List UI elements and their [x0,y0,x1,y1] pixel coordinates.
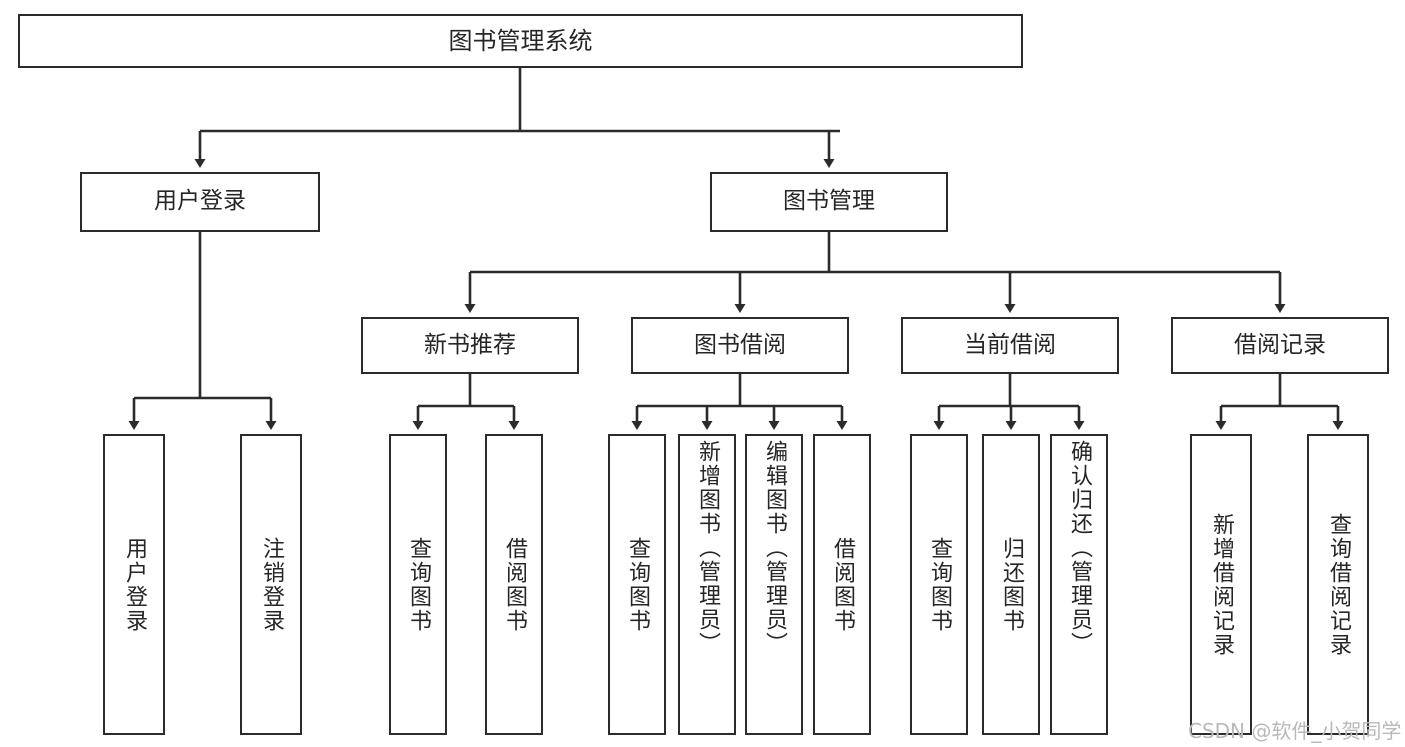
leaf-confirm-return-admin[interactable]: 确认归还（管理员） [1050,434,1108,735]
leaf-query-borrow-record[interactable]: 查询借阅记录 [1307,434,1369,735]
node-book-borrow-label: 图书借阅 [694,331,786,358]
leaf-logout-label: 注销登录 [259,536,284,633]
node-new-book-recommend[interactable]: 新书推荐 [361,317,579,374]
leaf-add-borrow-record-label: 新增借阅记录 [1209,512,1234,657]
leaf-query-book-recommend[interactable]: 查询图书 [389,434,447,735]
leaf-return-book[interactable]: 归还图书 [982,434,1040,735]
leaf-query-book-current[interactable]: 查询图书 [910,434,968,735]
node-root[interactable]: 图书管理系统 [18,14,1023,68]
node-borrow-record[interactable]: 借阅记录 [1171,317,1389,374]
watermark: CSDN @软件_小贺同学 [1188,719,1402,743]
node-new-book-recommend-label: 新书推荐 [424,331,516,358]
node-user-login-label: 用户登录 [154,188,246,215]
leaf-logout[interactable]: 注销登录 [240,434,302,735]
node-user-login[interactable]: 用户登录 [80,172,320,232]
leaf-add-book-admin[interactable]: 新增图书（管理员） [678,434,736,735]
leaf-query-book-recommend-label: 查询图书 [406,536,431,633]
leaf-query-book-borrow-label: 查询图书 [625,536,650,633]
leaf-edit-book-admin-label: 编辑图书（管理员） [762,440,787,656]
leaf-borrow-book-borrow[interactable]: 借阅图书 [813,434,871,735]
node-book-borrow[interactable]: 图书借阅 [631,317,849,374]
node-borrow-record-label: 借阅记录 [1234,331,1326,358]
leaf-query-book-current-label: 查询图书 [927,536,952,633]
node-book-manage-label: 图书管理 [783,188,875,215]
leaf-user-login[interactable]: 用户登录 [103,434,165,735]
leaf-borrow-book-recommend[interactable]: 借阅图书 [485,434,543,735]
leaf-query-book-borrow[interactable]: 查询图书 [608,434,666,735]
leaf-borrow-book-borrow-label: 借阅图书 [830,536,855,633]
leaf-add-book-admin-label: 新增图书（管理员） [695,440,720,656]
leaf-query-borrow-record-label: 查询借阅记录 [1326,512,1351,657]
leaf-user-login-label: 用户登录 [122,536,147,633]
leaf-return-book-label: 归还图书 [999,536,1024,633]
leaf-add-borrow-record[interactable]: 新增借阅记录 [1190,434,1252,735]
leaf-edit-book-admin[interactable]: 编辑图书（管理员） [745,434,803,735]
leaf-borrow-book-recommend-label: 借阅图书 [502,536,527,633]
node-root-label: 图书管理系统 [448,26,593,55]
node-current-borrow-label: 当前借阅 [964,331,1056,358]
node-book-manage[interactable]: 图书管理 [710,172,948,232]
node-current-borrow[interactable]: 当前借阅 [901,317,1119,374]
leaf-confirm-return-admin-label: 确认归还（管理员） [1067,440,1092,656]
